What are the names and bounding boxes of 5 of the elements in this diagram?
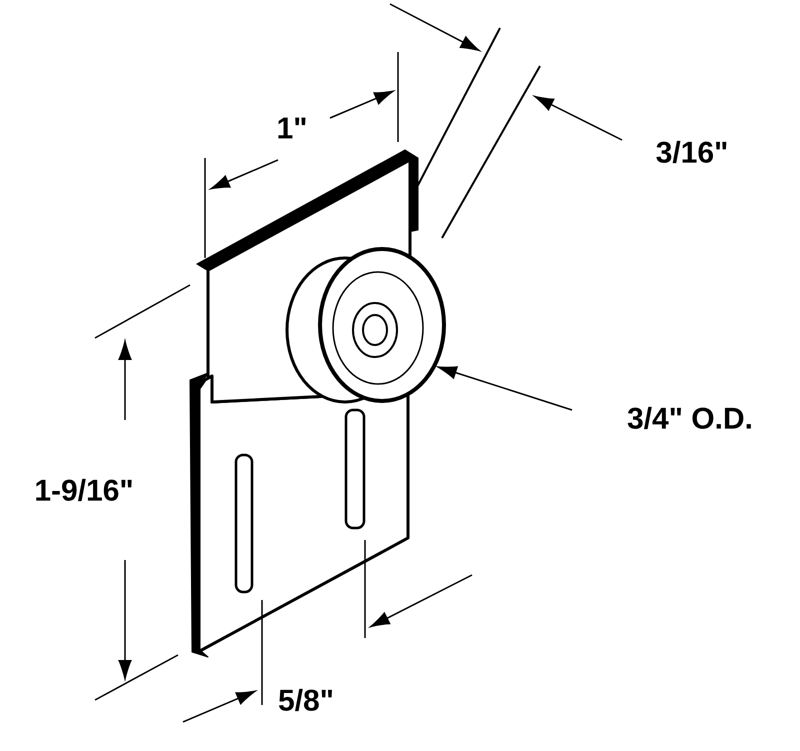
dimension-label: 1" (278, 118, 306, 138)
dimension-label: 3/4" O.D. (628, 406, 751, 430)
dimension-label: 1-9/16" (36, 478, 132, 502)
dimension-label: 5/8" (278, 688, 332, 712)
dimension-label: 3/16" (656, 140, 726, 164)
